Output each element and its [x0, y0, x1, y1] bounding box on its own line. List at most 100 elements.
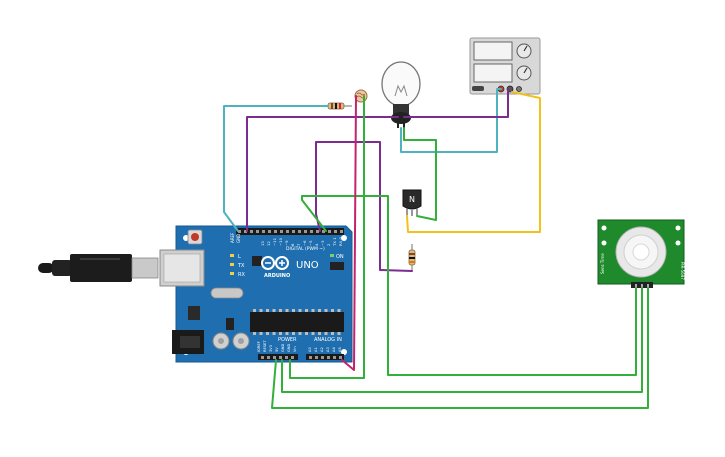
chip-pin	[253, 309, 256, 312]
digital-header[interactable]	[236, 228, 344, 235]
header-pin[interactable]	[315, 356, 318, 359]
header-pin[interactable]	[279, 356, 282, 359]
header-pin[interactable]	[333, 356, 336, 359]
header-pin[interactable]	[238, 230, 241, 233]
header-pin[interactable]	[291, 356, 294, 359]
header-pin[interactable]	[273, 356, 276, 359]
digital-pin-label: ~11	[272, 237, 277, 246]
resistor-base[interactable]	[408, 244, 416, 271]
light-bulb[interactable]	[381, 61, 421, 128]
digital-pin-label: ~10	[278, 237, 283, 246]
chip-pin	[279, 309, 282, 312]
power-pin-label: Vin	[293, 346, 297, 352]
analog-label: ANALOG IN	[314, 337, 342, 343]
wire-teal-supply[interactable]	[400, 88, 502, 153]
digital-pin-label: 13	[260, 241, 265, 246]
analog-pin-label: A5	[338, 347, 342, 352]
header-pin[interactable]	[340, 230, 343, 233]
digital-pin-label: 8	[290, 243, 295, 246]
chip-pin	[298, 309, 302, 312]
digital-header-label: DIGITAL (PWM ~)	[286, 246, 325, 252]
chip-pin	[272, 332, 276, 335]
analog-pin-label: A2	[320, 347, 324, 352]
digital-pin-label: 7	[296, 243, 301, 246]
wire-magenta-ldr[interactable]	[341, 95, 357, 371]
chip-pin	[318, 309, 321, 312]
pir-sensor[interactable]: Sens Time PIR-5697	[597, 219, 685, 288]
voltage-regulator	[188, 306, 200, 320]
power-pin-label: IOREF	[257, 341, 261, 352]
chip-pin	[331, 309, 334, 312]
chip-pin	[318, 332, 321, 335]
header-pin[interactable]	[280, 230, 283, 233]
chip-pin	[266, 309, 269, 312]
header-pin[interactable]	[339, 356, 342, 359]
wire-teal-ldr[interactable]	[223, 105, 329, 232]
header-pin[interactable]	[274, 230, 277, 233]
header-pin[interactable]	[292, 230, 295, 233]
analog-pin-label: A0	[308, 347, 312, 352]
analog-pin-label: A4	[332, 347, 336, 352]
header-pin[interactable]	[322, 230, 325, 233]
header-pin[interactable]	[327, 356, 330, 359]
wire-yellow[interactable]	[406, 91, 541, 233]
usb-chip	[252, 256, 262, 266]
supply-terminal-ground[interactable]	[516, 86, 522, 92]
supply-switch[interactable]	[472, 86, 484, 91]
header-pin[interactable]	[267, 356, 270, 359]
header-pin[interactable]	[262, 230, 265, 233]
chip-pin	[272, 309, 276, 312]
header-pin[interactable]	[268, 230, 271, 233]
header-pin[interactable]	[250, 230, 253, 233]
header-pin[interactable]	[316, 230, 319, 233]
chip-pin	[305, 332, 308, 335]
reset-button-cap[interactable]	[191, 233, 199, 241]
power-pin-label: 3V3	[269, 345, 273, 352]
digital-pin-label: TX 1	[332, 237, 337, 247]
header-pin[interactable]	[261, 356, 264, 359]
mount-hole	[341, 349, 347, 355]
chip-pin	[285, 309, 289, 312]
wire-purple-supply[interactable]	[403, 88, 509, 118]
usb-cable	[38, 254, 159, 282]
digital-pin-label: 2	[326, 243, 331, 246]
analog-header[interactable]	[306, 354, 344, 360]
chip-pin	[253, 332, 256, 335]
header-pin[interactable]	[309, 356, 312, 359]
arduino-logo	[261, 256, 289, 270]
wire-green-ldr[interactable]	[289, 95, 365, 379]
wire-purple-base[interactable]	[315, 141, 413, 272]
wire-green-pir-vcc[interactable]	[281, 287, 643, 393]
header-pin[interactable]	[256, 230, 259, 233]
mount-hole	[183, 235, 189, 241]
header-pin[interactable]	[321, 356, 324, 359]
header-pin[interactable]	[285, 356, 288, 359]
transistor[interactable]: N	[402, 189, 422, 216]
wire-purple-top[interactable]	[246, 116, 399, 232]
header-pin[interactable]	[334, 230, 337, 233]
chip-pin	[292, 309, 295, 312]
header-pin[interactable]	[310, 230, 313, 233]
header-pin[interactable]	[328, 230, 331, 233]
wire-green-pir-gnd[interactable]	[271, 287, 649, 409]
led-l-label: L	[238, 254, 241, 260]
chip-pin	[292, 332, 295, 335]
header-pin[interactable]	[304, 230, 307, 233]
power-supply[interactable]	[469, 37, 541, 95]
header-pin[interactable]	[298, 230, 301, 233]
power-pin-label: GND	[287, 344, 291, 352]
arduino-model: UNO	[296, 260, 319, 271]
wire-green-pir-out[interactable]	[301, 195, 637, 376]
digital-pin-label: ~5	[308, 240, 313, 246]
chip-pin	[337, 309, 341, 312]
wire-green-transistor[interactable]	[403, 127, 437, 221]
power-label: POWER	[278, 337, 297, 343]
header-pin[interactable]	[286, 230, 289, 233]
digital-pin-label: RX 0	[338, 237, 343, 246]
mount-hole	[341, 235, 347, 241]
power-header[interactable]	[258, 354, 298, 360]
header-pin[interactable]	[244, 230, 247, 233]
power-pin-label: 5V	[275, 347, 279, 352]
